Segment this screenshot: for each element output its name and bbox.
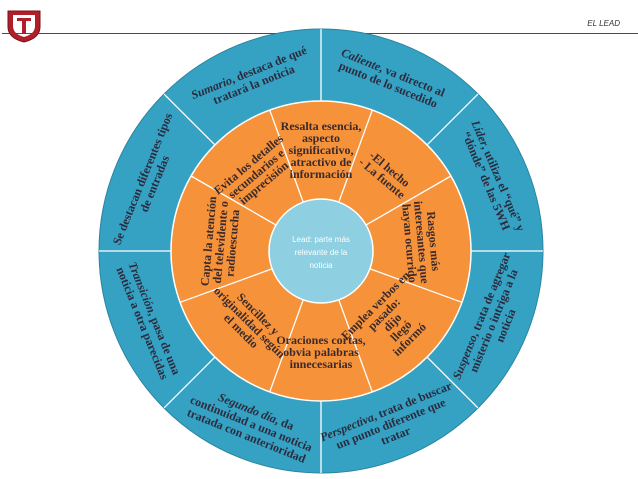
middle-divider [338,299,373,393]
middle-divider [338,109,373,203]
outer-divider [163,356,216,409]
middle-label-line: hayan ocurrido [399,203,420,283]
middle-label-line: Oraciones cortas, [276,333,365,347]
outer-divider [426,93,479,146]
middle-segment-label: Resalta esencia,aspectosignificativo,atr… [281,119,362,181]
middle-divider [369,268,463,303]
center-label: relevante de la [295,248,348,257]
middle-segment-label: Oraciones cortas,obvia palabrasinnecesar… [276,333,365,371]
middle-divider [190,175,277,226]
middle-label-line: Rasgos más [424,211,443,272]
middle-label-line: aspecto [302,131,340,145]
outer-divider [163,93,216,146]
middle-label-line: Resalta esencia, [281,119,362,133]
middle-divider [269,299,304,393]
middle-divider [365,175,452,226]
middle-divider [269,109,304,203]
middle-label-line: atractivo de [291,155,353,169]
middle-label-line: innecesarias [290,357,353,371]
middle-divider [179,268,273,303]
middle-label-line: significativo, [289,143,354,157]
center-label: Lead: parte más [292,235,350,244]
middle-label-line: obvia palabras [283,345,359,359]
middle-label-line: radioescucha [222,209,242,277]
center-circle [268,198,374,304]
center-label: noticia [309,261,333,270]
university-logo [7,10,41,43]
lead-type-desc: , da [273,413,296,433]
middle-label-line: información [290,167,353,181]
header-title: EL LEAD [587,19,620,28]
outer-divider [426,356,479,409]
